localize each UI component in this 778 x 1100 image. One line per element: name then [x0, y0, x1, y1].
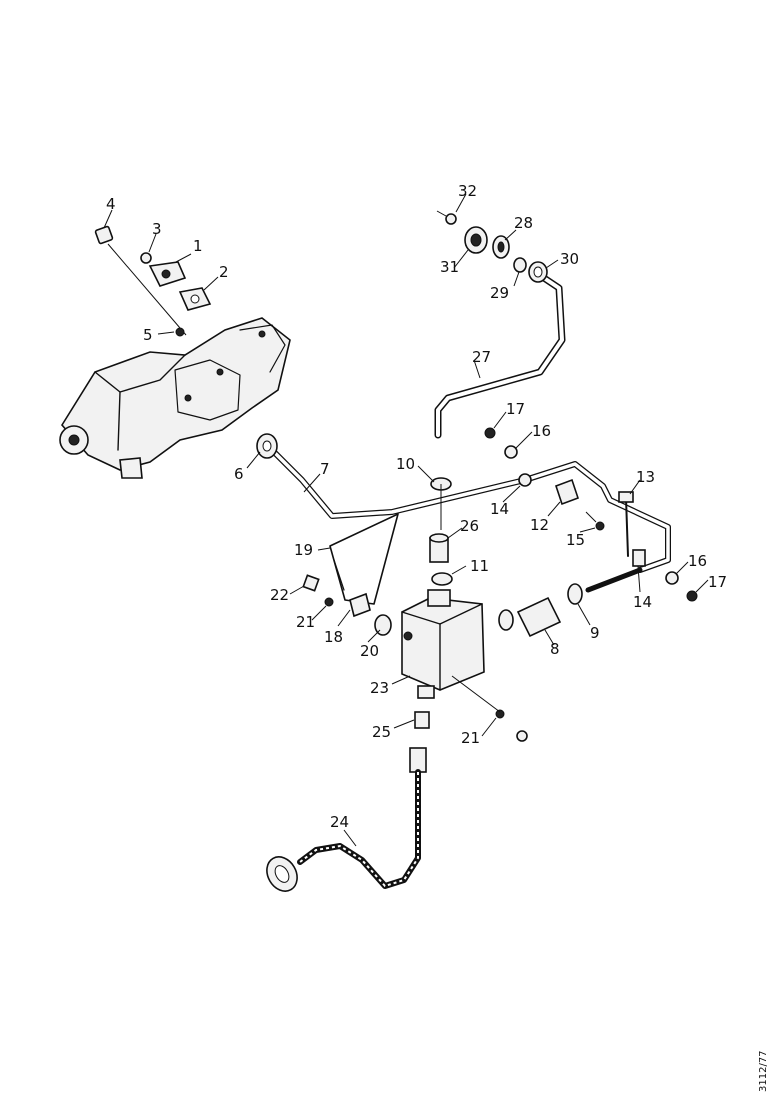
callout-16a: 16 [532, 422, 551, 440]
callout-8: 8 [550, 640, 560, 658]
cap-26 [429, 533, 449, 563]
cable-24 [266, 747, 427, 892]
callout-14b: 14 [633, 593, 652, 611]
clamp-10 [430, 477, 452, 530]
callout-7: 7 [320, 460, 330, 478]
seal-28 [492, 235, 510, 259]
callout-30: 30 [560, 250, 579, 268]
callout-21b: 21 [461, 729, 480, 747]
gasket [178, 287, 212, 311]
callout-32: 32 [458, 182, 477, 200]
pipe-7 [265, 443, 671, 573]
washer-32 [436, 210, 457, 225]
thermostat-cover [148, 261, 187, 287]
bracket-19 [329, 513, 399, 605]
nut-21b [495, 709, 528, 742]
clamp-30 [528, 261, 548, 283]
callout-22: 22 [270, 586, 289, 604]
callout-labels: 1 2 3 4 5 6 7 8 9 10 11 12 13 14 14 15 1… [106, 182, 727, 831]
callout-31: 31 [440, 258, 459, 276]
nut-16a [504, 445, 518, 459]
callout-15: 15 [566, 531, 585, 549]
callout-11: 11 [470, 557, 489, 575]
nut-16b [665, 571, 679, 585]
clamp-9 [567, 583, 583, 605]
hose-27 [434, 272, 566, 439]
callout-13: 13 [636, 468, 655, 486]
callout-3: 3 [152, 220, 162, 238]
bracket-13 [618, 491, 634, 557]
bolt-17b [686, 590, 698, 602]
cap-31 [464, 226, 488, 254]
seal-6 [256, 433, 278, 459]
callout-16b: 16 [688, 552, 707, 570]
hose-8 [498, 567, 643, 638]
callout-17a: 17 [506, 400, 525, 418]
callout-10: 10 [396, 455, 415, 473]
screw-15 [585, 511, 605, 531]
callout-4: 4 [106, 195, 116, 213]
callout-26: 26 [460, 517, 479, 535]
callout-9: 9 [590, 624, 600, 642]
reference-code-text: 3112/77 [758, 1050, 769, 1092]
water-pump-housing [59, 317, 291, 479]
callout-25: 25 [372, 723, 391, 741]
nut-21a [324, 597, 334, 607]
callout-1: 1 [193, 237, 203, 255]
clip-14a [518, 473, 532, 487]
callout-24: 24 [330, 813, 349, 831]
callout-12: 12 [530, 516, 549, 534]
callout-17b: 17 [708, 573, 727, 591]
expansion-tank-23 [401, 589, 485, 699]
callout-28: 28 [514, 214, 533, 232]
callout-21a: 21 [296, 613, 315, 631]
bolt-17a [484, 427, 496, 439]
callout-14a: 14 [490, 500, 509, 518]
leader-lines [103, 193, 709, 847]
callout-27: 27 [472, 348, 491, 366]
clamp-20 [374, 614, 392, 636]
callout-29: 29 [490, 284, 509, 302]
clip-14b [632, 549, 646, 567]
ring-29 [513, 257, 527, 273]
sensor-25 [414, 711, 430, 729]
callout-6: 6 [234, 465, 244, 483]
reference-code: 3112/77 [752, 1020, 776, 1100]
callout-5: 5 [143, 326, 153, 344]
washer-3 [140, 252, 152, 264]
callout-2: 2 [219, 263, 229, 281]
bolt-22 [302, 574, 320, 592]
connector-18 [349, 592, 371, 618]
callout-18: 18 [324, 628, 343, 646]
bleed-screw-4 [94, 225, 187, 336]
callout-23: 23 [370, 679, 389, 697]
clip-12 [554, 478, 580, 506]
clip-5 [175, 327, 185, 337]
seal-11 [431, 572, 453, 586]
callout-20: 20 [360, 642, 379, 660]
callout-19: 19 [294, 541, 313, 559]
